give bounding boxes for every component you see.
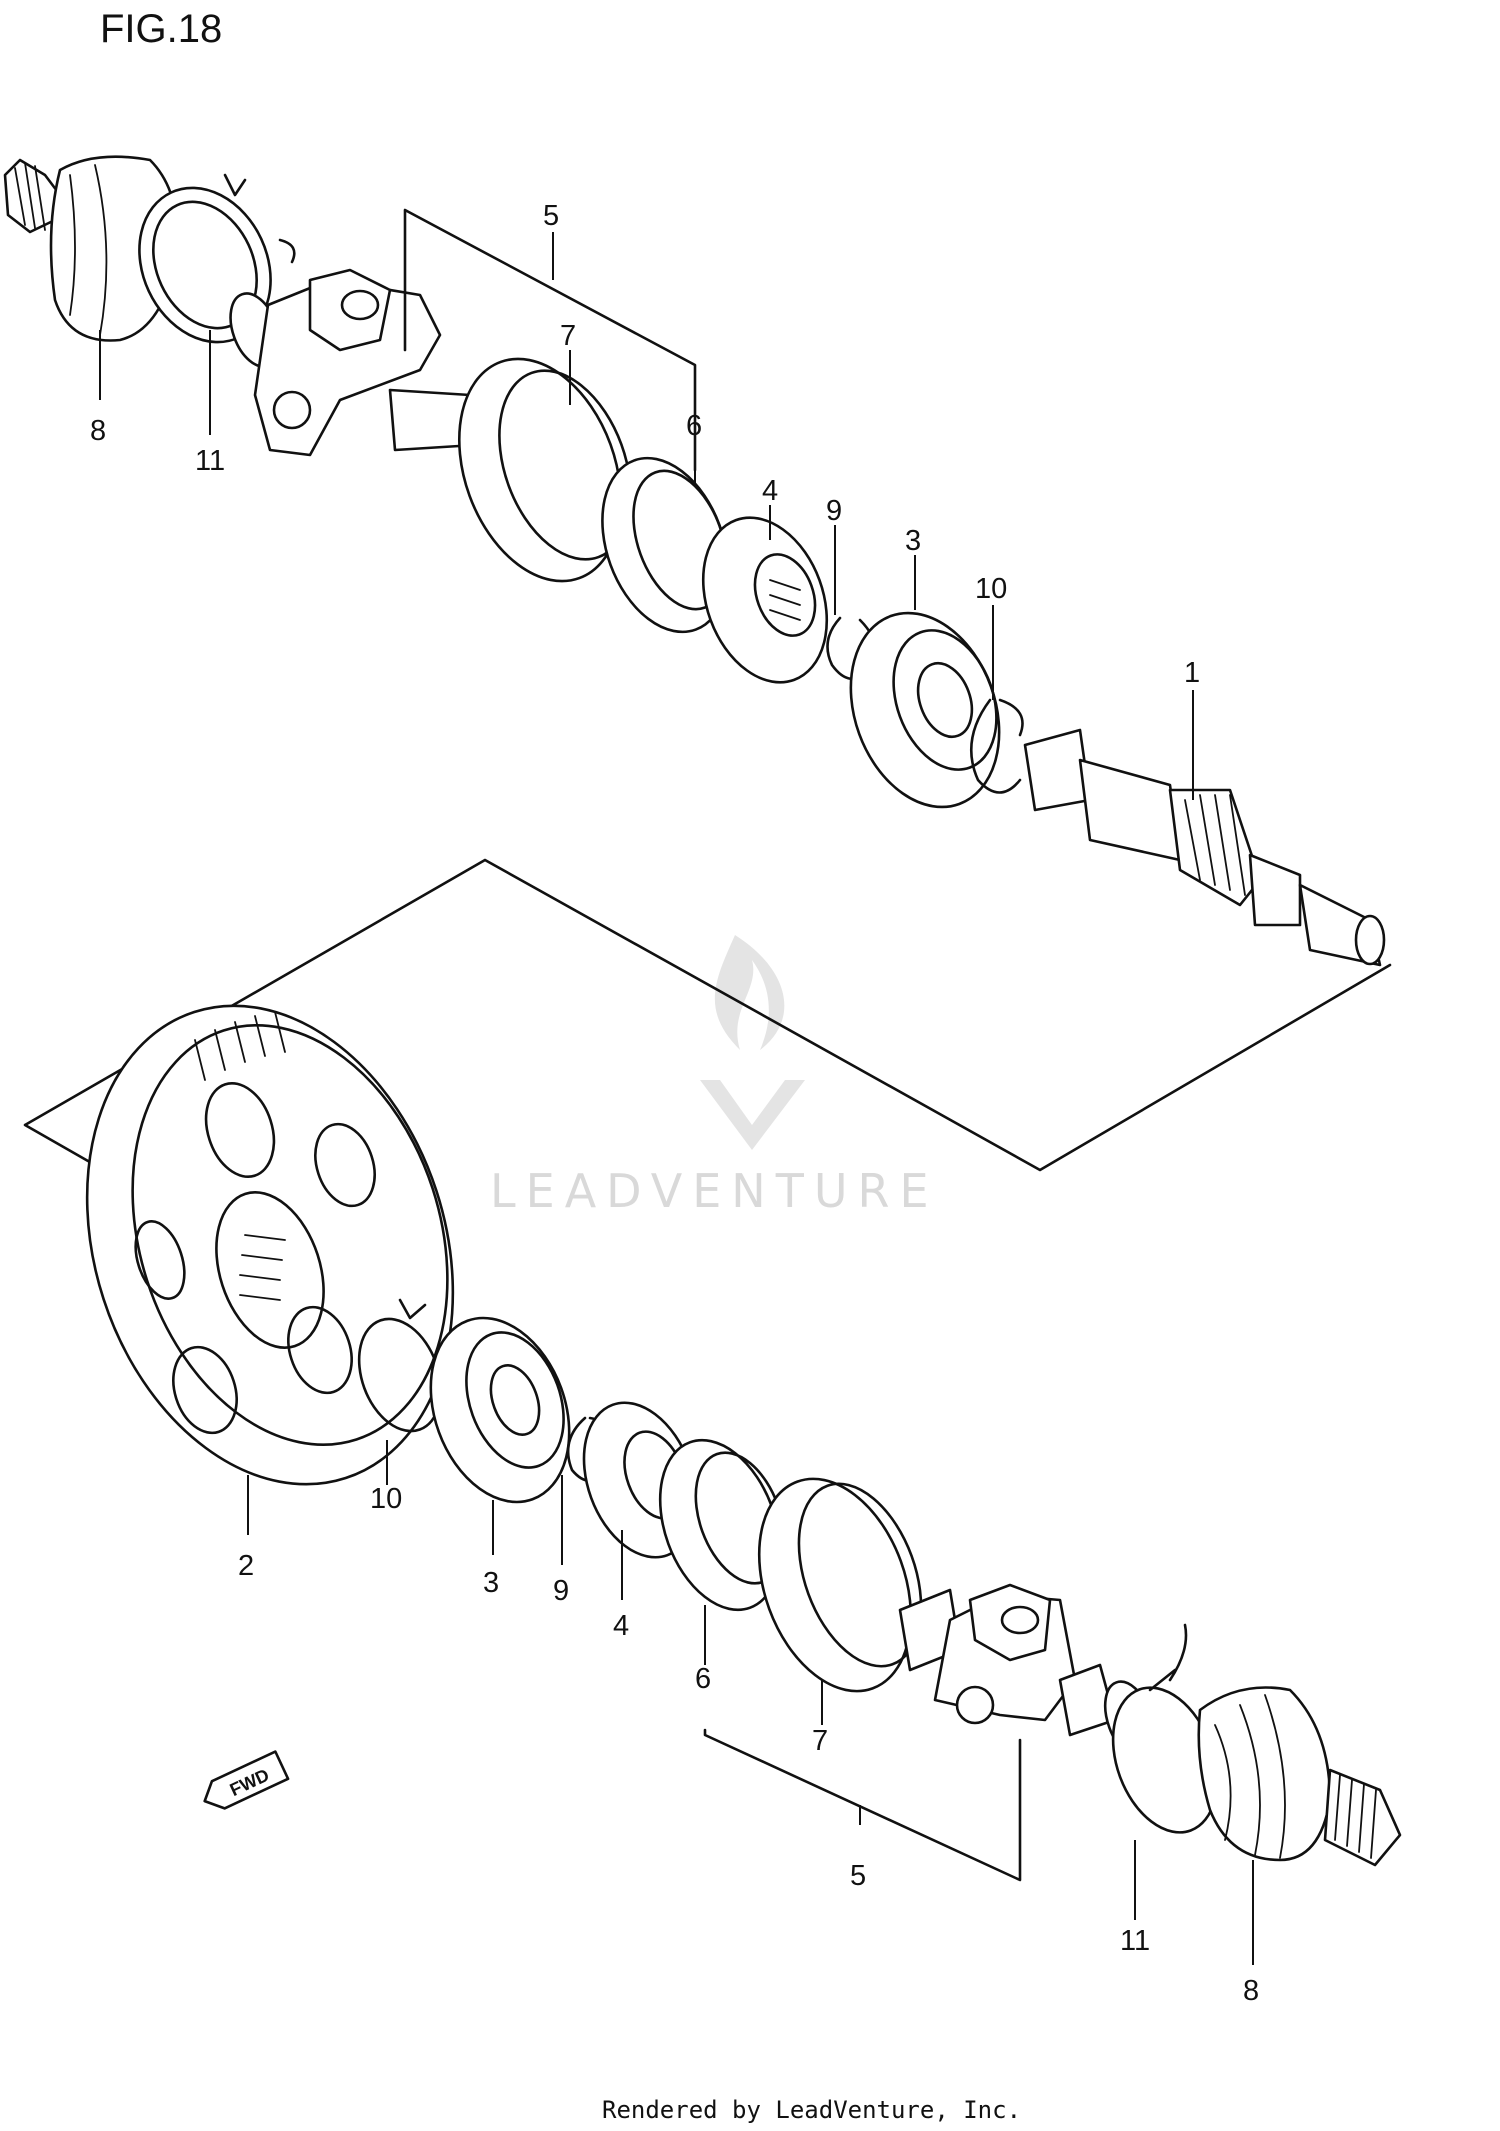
callout-top-7: 7 — [560, 320, 576, 352]
figure-title: FIG.18 — [100, 7, 222, 51]
bottom-part-2-gear — [85, 1004, 455, 1486]
callout-numbers: 8 11 5 7 6 4 9 3 10 1 2 10 3 9 4 6 7 5 1… — [90, 200, 1259, 2007]
callout-top-1: 1 — [1184, 657, 1200, 689]
bottom-part-5-bracket — [703, 1728, 1022, 1882]
callout-bot-3: 3 — [483, 1567, 499, 1599]
top-part-3-ball-bearing — [849, 611, 1001, 809]
bottom-shaft-assembly — [85, 1004, 1402, 1882]
bottom-part-3-ball-bearing — [429, 1316, 571, 1504]
top-part-7-bearing — [457, 357, 632, 583]
callout-bot-5: 5 — [850, 1860, 866, 1892]
top-part-4-hub — [701, 516, 829, 684]
callout-bot-8: 8 — [1243, 1975, 1259, 2007]
top-part-6-sleeve — [601, 456, 729, 634]
top-universal-joint — [229, 268, 477, 457]
callout-top-5: 5 — [543, 200, 559, 232]
callout-top-11: 11 — [195, 445, 225, 477]
top-part-10-snap-ring — [969, 698, 1024, 794]
watermark: LEADVENTURE — [490, 935, 939, 1218]
callout-top-8: 8 — [90, 415, 106, 447]
footer-credit: Rendered by LeadVenture, Inc. — [602, 2096, 1021, 2124]
watermark-text: LEADVENTURE — [490, 1164, 939, 1218]
assembly-link-outline — [23, 858, 1392, 1172]
top-part-5-bracket — [403, 208, 697, 472]
leader-lines — [99, 232, 1254, 1965]
bottom-part-8-boot — [1197, 1686, 1402, 1867]
callout-bot-6: 6 — [695, 1663, 711, 1695]
top-part-8-boot — [3, 155, 179, 342]
callout-top-4: 4 — [762, 475, 778, 507]
callout-bot-7: 7 — [812, 1725, 828, 1757]
bottom-part-7-bearing — [757, 1477, 923, 1693]
callout-bot-11: 11 — [1120, 1925, 1150, 1957]
callout-bot-4: 4 — [613, 1610, 629, 1642]
fwd-direction-arrow: FWD — [203, 1750, 290, 1810]
callout-top-3: 3 — [905, 525, 921, 557]
watermark-logo-icon — [700, 935, 805, 1150]
callout-top-6: 6 — [686, 410, 702, 442]
callout-top-9: 9 — [826, 495, 842, 527]
fwd-arrow-icon — [203, 1750, 290, 1810]
callout-bot-10: 10 — [370, 1483, 402, 1515]
callout-bot-2: 2 — [238, 1550, 254, 1582]
callout-bot-9: 9 — [553, 1575, 569, 1607]
top-shaft-assembly — [3, 155, 1386, 967]
top-part-1-shaft — [1023, 728, 1386, 967]
callout-top-10: 10 — [975, 573, 1007, 605]
